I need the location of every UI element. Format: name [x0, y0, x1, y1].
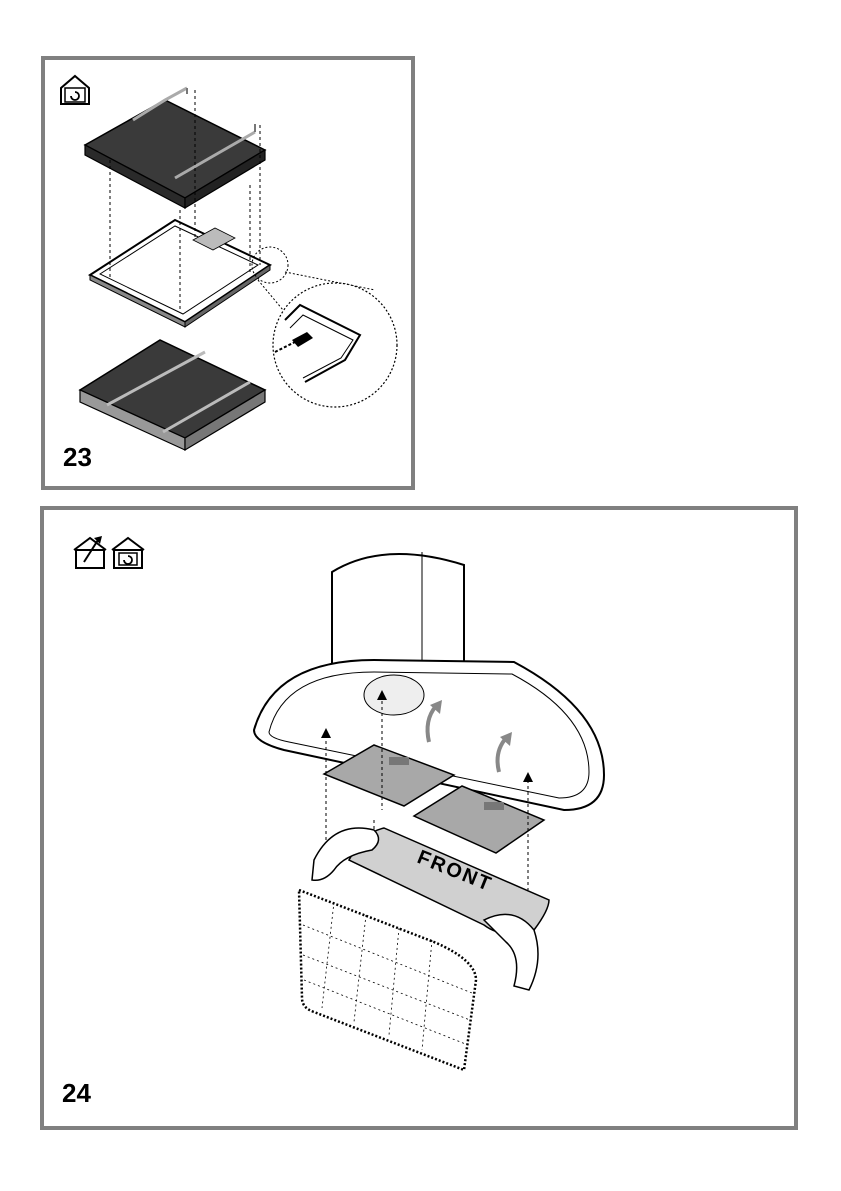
figure-24-panel: FRONT 24 — [40, 506, 798, 1130]
dotted-mesh-template — [299, 890, 476, 1070]
figure-23-panel: 23 — [41, 56, 415, 490]
frame-corner-detail — [273, 283, 397, 407]
recirculation-mode-icon — [59, 74, 91, 106]
charcoal-filter-top — [85, 88, 265, 208]
extraction-mode-icon — [72, 534, 108, 570]
charcoal-filter-assembled — [80, 340, 265, 450]
charcoal-filter-assembly-illustration — [45, 60, 411, 486]
step-number: 24 — [62, 1080, 91, 1106]
recirculation-mode-icon — [110, 534, 146, 570]
right-hand — [484, 914, 538, 990]
hood-filter-installation-illustration: FRONT — [44, 510, 794, 1126]
step-number: 23 — [63, 444, 92, 470]
